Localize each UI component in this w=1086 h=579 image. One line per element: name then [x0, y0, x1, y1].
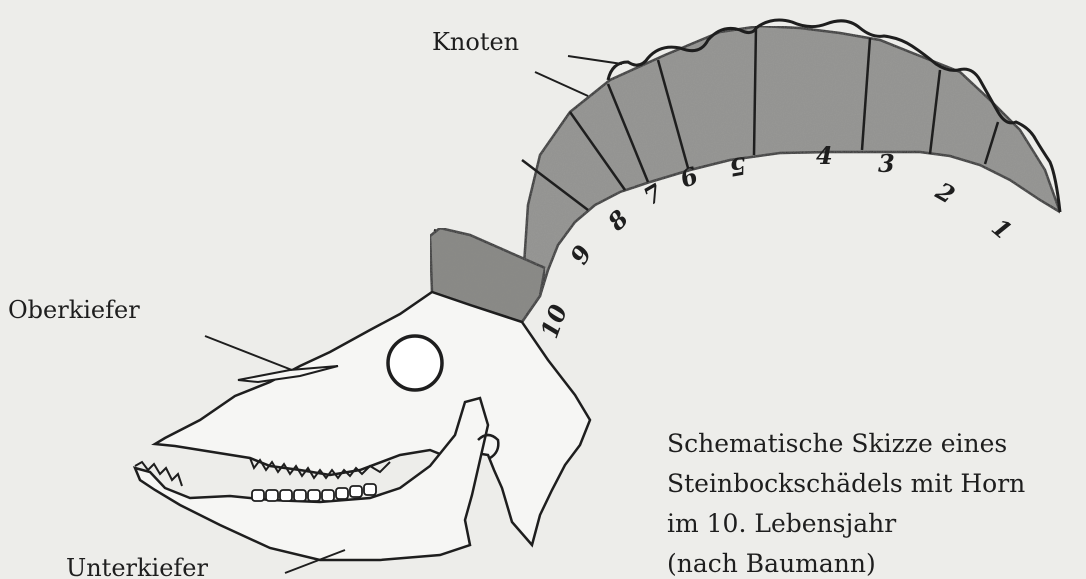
label-knoten: Knoten [432, 28, 519, 56]
horn-body [522, 26, 1060, 322]
label-oberkiefer: Oberkiefer [8, 296, 140, 324]
segment-number-7: 7 [639, 178, 668, 212]
segment-number-10: 10 [534, 300, 573, 342]
knoten-pointer-2 [535, 72, 588, 96]
segment-number-5: 5 [727, 151, 748, 182]
caption-line-4: (nach Baumann) [667, 549, 876, 578]
oberkiefer-pointer [205, 336, 292, 370]
caption-line-2: Steinbockschädels mit Horn [667, 469, 1025, 498]
segment-number-1: 1 [986, 212, 1017, 245]
segment-number-2: 2 [930, 176, 960, 210]
caption: Schematische Skizze eines Steinbockschäd… [667, 429, 1025, 578]
label-unterkiefer: Unterkiefer [66, 554, 209, 579]
segment-number-3: 3 [878, 149, 895, 178]
caption-line-3: im 10. Lebensjahr [667, 509, 896, 538]
segment-number-4: 4 [816, 141, 833, 170]
skull [135, 292, 590, 560]
knoten-pointer-1 [568, 56, 622, 64]
segment-number-8: 8 [601, 204, 634, 237]
segment-number-9: 9 [564, 240, 598, 269]
eye-orbit [388, 336, 442, 390]
caption-line-1: Schematische Skizze eines [667, 429, 1007, 458]
